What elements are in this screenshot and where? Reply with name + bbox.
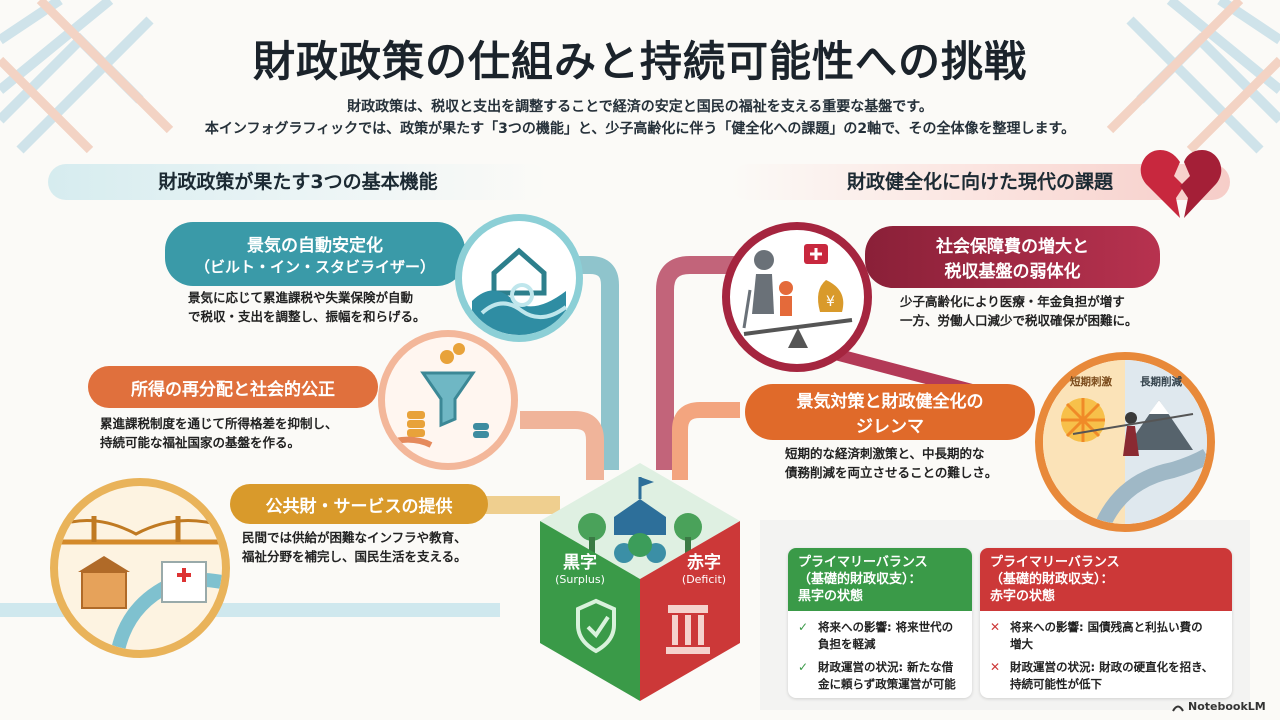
notebooklm-logo-icon — [1172, 705, 1184, 712]
pb-deficit-item-1-line-1: 将来への影響: 国債残高と利払い費の — [1010, 620, 1203, 634]
brand-name: NotebookLM — [1188, 700, 1266, 713]
auto-stabilizer-subtitle: （ビルト・イン・スタビライザー） — [194, 258, 435, 276]
dilemma-desc-1: 短期的な経済刺激策と、中長期的な — [785, 446, 985, 461]
page-title: 財政政策の仕組みと持続可能性への挑戦 — [252, 37, 1027, 86]
pb-deficit-item-2-line-1: 財政運営の状況: 財政の硬直化を招き、 — [1010, 660, 1214, 674]
surplus-sublabel: (Surplus) — [555, 573, 605, 586]
dilemma-title-1: 景気対策と財政健全化の — [796, 392, 984, 412]
pb-deficit-card-header: プライマリーバランス （基礎的財政収支）： 赤字の状態 — [980, 548, 1232, 611]
pb-deficit-head-3: 赤字の状態 — [990, 589, 1056, 604]
intro-line-2: 本インフォグラフィックでは、政策が果たす「3つの機能」と、少子高齢化に伴う「健全… — [204, 121, 1076, 137]
list-item: ✓ 財政運営の状況: 新たな借金に頼らず政策運営が可能 — [798, 659, 962, 693]
pb-deficit-head-1: プライマリーバランス — [990, 555, 1120, 570]
public-goods-title: 公共財・サービスの提供 — [265, 496, 453, 517]
public-goods-desc-2: 福祉分野を補完し、国民生活を支える。 — [242, 549, 467, 564]
center-cube — [540, 463, 740, 701]
pb-deficit-card: プライマリーバランス （基礎的財政収支）： 赤字の状態 ✕ 将来への影響: 国債… — [980, 548, 1232, 698]
pb-surplus-head-1: プライマリーバランス — [798, 555, 928, 570]
social-security-title-1: 社会保障費の増大と — [936, 237, 1089, 257]
pb-surplus-item-2-line-1: 財政運営の状況: 新たな借 — [818, 660, 954, 674]
pb-surplus-card-header: プライマリーバランス （基礎的財政収支）： 黒字の状態 — [788, 548, 972, 611]
pb-deficit-head-2: （基礎的財政収支）： — [990, 572, 1114, 587]
cross-icon: ✕ — [990, 620, 1001, 634]
pb-surplus-item-2-line-2: 金に頼らず政策運営が可能 — [818, 677, 956, 691]
brand-watermark: NotebookLM — [1172, 700, 1266, 713]
check-icon: ✓ — [798, 660, 809, 674]
broken-heart-icon — [1140, 150, 1222, 218]
public-goods-title-pill: 公共財・サービスの提供 — [230, 484, 488, 524]
short-term-label: 短期刺激 — [1070, 376, 1112, 388]
corner-decoration-left — [0, 0, 174, 154]
pb-surplus-head-2: （基礎的財政収支）： — [798, 572, 922, 587]
list-item: ✓ 将来への影響: 将来世代の負担を軽減 — [798, 619, 962, 653]
public-goods-desc-1: 民間では供給が困難なインフラや教育、 — [242, 530, 467, 545]
dilemma-illustration — [1035, 352, 1215, 532]
pb-deficit-item-1-line-2: 増大 — [1010, 637, 1033, 651]
city-infrastructure-illustration — [50, 478, 230, 658]
pb-deficit-item-2-line-2: 持続可能性が低下 — [1010, 677, 1102, 691]
auto-stabilizer-desc-1: 景気に応じて累進課税や失業保険が自動 — [188, 290, 414, 305]
funnel-coins-illustration — [378, 330, 518, 470]
dilemma-desc-2: 債務削減を両立させることの難しさ。 — [785, 465, 998, 480]
aging-balance-illustration: ¥ — [722, 222, 872, 372]
svg-text:¥: ¥ — [826, 294, 835, 310]
list-item: ✕ 将来への影響: 国債残高と利払い費の増大 — [990, 619, 1222, 653]
pb-deficit-card-body: ✕ 将来への影響: 国債残高と利払い費の増大 ✕ 財政運営の状況: 財政の硬直化… — [980, 611, 1232, 698]
social-security-desc-2: 一方、労働人口減少で税収確保が困難に。 — [900, 313, 1138, 328]
cross-icon: ✕ — [990, 660, 1001, 674]
auto-stabilizer-title-pill: 景気の自動安定化 （ビルト・イン・スタビライザー） — [165, 222, 465, 286]
left-section-heading: 財政政策が果たす3つの基本機能 — [48, 164, 548, 200]
wave-house-illustration — [455, 214, 583, 342]
list-item: ✕ 財政運営の状況: 財政の硬直化を招き、持続可能性が低下 — [990, 659, 1222, 693]
pb-surplus-item-1-line-2: 負担を軽減 — [818, 637, 876, 651]
pb-surplus-card: プライマリーバランス （基礎的財政収支）： 黒字の状態 ✓ 将来への影響: 将来… — [788, 548, 972, 698]
check-icon: ✓ — [798, 620, 809, 634]
deficit-label: 赤字 — [687, 553, 721, 573]
dilemma-title-2: ジレンマ — [856, 417, 924, 437]
deficit-label-block: 赤字 (Deficit) — [664, 548, 744, 586]
social-security-title-pill: 社会保障費の増大と 税収基盤の弱体化 — [865, 226, 1160, 288]
pb-surplus-card-body: ✓ 将来への影響: 将来世代の負担を軽減 ✓ 財政運営の状況: 新たな借金に頼ら… — [788, 611, 972, 698]
corner-decoration-right — [1106, 0, 1280, 154]
dilemma-title-pill: 景気対策と財政健全化の ジレンマ — [745, 384, 1035, 440]
redistribution-title-pill: 所得の再分配と社会的公正 — [88, 366, 378, 408]
pb-surplus-item-1-line-1: 将来への影響: 将来世代の — [818, 620, 954, 634]
redistribution-desc-2: 持続可能な福祉国家の基盤を作る。 — [100, 435, 301, 450]
deficit-sublabel: (Deficit) — [681, 573, 727, 586]
redistribution-desc-1: 累進課税制度を通じて所得格差を抑制し、 — [100, 416, 338, 431]
pb-surplus-head-3: 黒字の状態 — [798, 589, 864, 604]
intro-line-1: 財政政策は、税収と支出を調整することで経済の安定と国民の福祉を支える重要な基盤で… — [347, 99, 933, 115]
long-term-label: 長期削減 — [1140, 376, 1182, 388]
surplus-label: 黒字 — [563, 553, 597, 573]
auto-stabilizer-title: 景気の自動安定化 — [247, 236, 383, 256]
surplus-label-block: 黒字 (Surplus) — [540, 548, 620, 586]
social-security-desc-1: 少子高齢化により医療・年金負担が増す — [900, 294, 1125, 309]
auto-stabilizer-desc-2: で税収・支出を調整し、振幅を和らげる。 — [188, 309, 426, 324]
redistribution-title: 所得の再分配と社会的公正 — [131, 379, 335, 400]
social-security-title-2: 税収基盤の弱体化 — [944, 262, 1081, 282]
